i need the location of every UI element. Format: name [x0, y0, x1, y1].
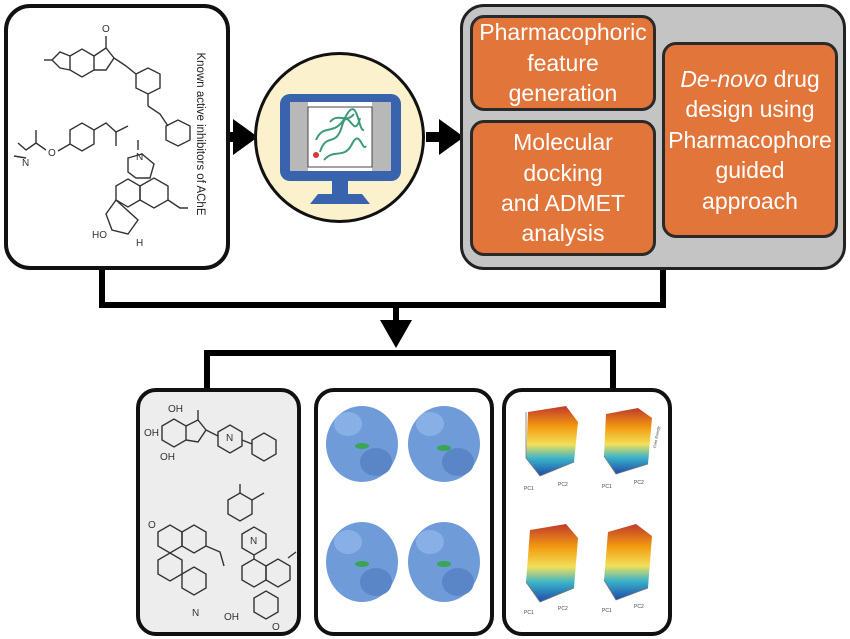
protein-surface-3	[326, 522, 398, 602]
protein-surfaces	[326, 406, 480, 602]
fel-3-axis-left: PC1	[524, 610, 534, 616]
fel-plot-4: PC1 PC2	[602, 524, 652, 614]
o2-label: O	[272, 622, 280, 632]
known-inhibitor-structures: O O N N HO H	[13, 24, 191, 249]
nitrogen-label-2: N	[136, 152, 143, 163]
protein-surface-1	[326, 406, 398, 482]
o1-label: O	[148, 520, 156, 531]
protein-surfaces-panel	[314, 388, 494, 636]
protein-surface-2	[408, 406, 480, 482]
designed-compounds-panel: N OH OH OH O N N OH O	[136, 388, 301, 636]
fel-plot-2: PC1 PC2 Free Energy	[602, 408, 661, 490]
pharmacophoric-feature-label: Pharmacophoric feature generation	[479, 19, 647, 107]
free-energy-landscapes: PC1 PC2 PC1 PC2 Free Energy PC1 PC2	[524, 406, 661, 616]
ring-o-label: O	[48, 148, 56, 159]
nitrogen-label-1: N	[22, 158, 29, 169]
fel-1-axis-right: PC2	[558, 482, 568, 488]
fel-plot-1: PC1 PC2	[524, 406, 578, 492]
protein-ribbon	[315, 108, 367, 161]
monitor-icon	[280, 94, 401, 204]
n-pip-label: N	[226, 433, 233, 444]
denovo-design-box: De-novo drug design using Pharmacophore …	[662, 42, 838, 238]
ho-label: HO	[92, 230, 107, 241]
h-label: H	[136, 238, 143, 249]
carbonyl-o-label: O	[102, 24, 110, 35]
n-pyr-label: N	[192, 608, 199, 619]
pharmacophoric-feature-box: Pharmacophoric feature generation	[470, 15, 656, 111]
oh-bottom-label: OH	[160, 452, 175, 463]
fel-2-axis-right: PC2	[634, 480, 644, 486]
denovo-italic: De-novo	[680, 66, 768, 93]
oh2-label: OH	[224, 612, 239, 623]
oh-left-label: OH	[144, 428, 159, 439]
fel-2-axis-left: PC1	[602, 484, 612, 490]
oh-top-label: OH	[168, 404, 183, 415]
n-ring-label: N	[250, 536, 257, 547]
free-energy-panel: PC1 PC2 PC1 PC2 Free Energy PC1 PC2	[502, 388, 672, 636]
fel-1-axis-left: PC1	[524, 486, 534, 492]
fel-3-axis-right: PC2	[558, 606, 568, 612]
molecular-docking-box: Molecular docking and ADMET analysis	[470, 120, 656, 256]
known-inhibitors-panel: O O N N HO H Known active inhibitors of …	[4, 4, 230, 270]
protein-surface-4	[408, 522, 480, 602]
right-arrow-2	[426, 119, 464, 155]
denovo-rest: drug design using Pharmacophore guided a…	[668, 66, 832, 214]
known-inhibitors-caption: Known active inhibitors of AChE	[194, 52, 206, 216]
denovo-design-label: De-novo drug design using Pharmacophore …	[665, 64, 835, 216]
fel-plot-3: PC1 PC2	[524, 524, 578, 616]
fel-2-axis-z: Free Energy	[652, 426, 661, 449]
molecular-docking-label: Molecular docking and ADMET analysis	[501, 129, 625, 247]
fel-4-axis-left: PC1	[602, 608, 612, 614]
fel-4-axis-right: PC2	[634, 604, 644, 610]
down-arrow	[380, 320, 412, 348]
designed-compound-structures: N OH OH OH O N N OH O	[144, 404, 297, 632]
